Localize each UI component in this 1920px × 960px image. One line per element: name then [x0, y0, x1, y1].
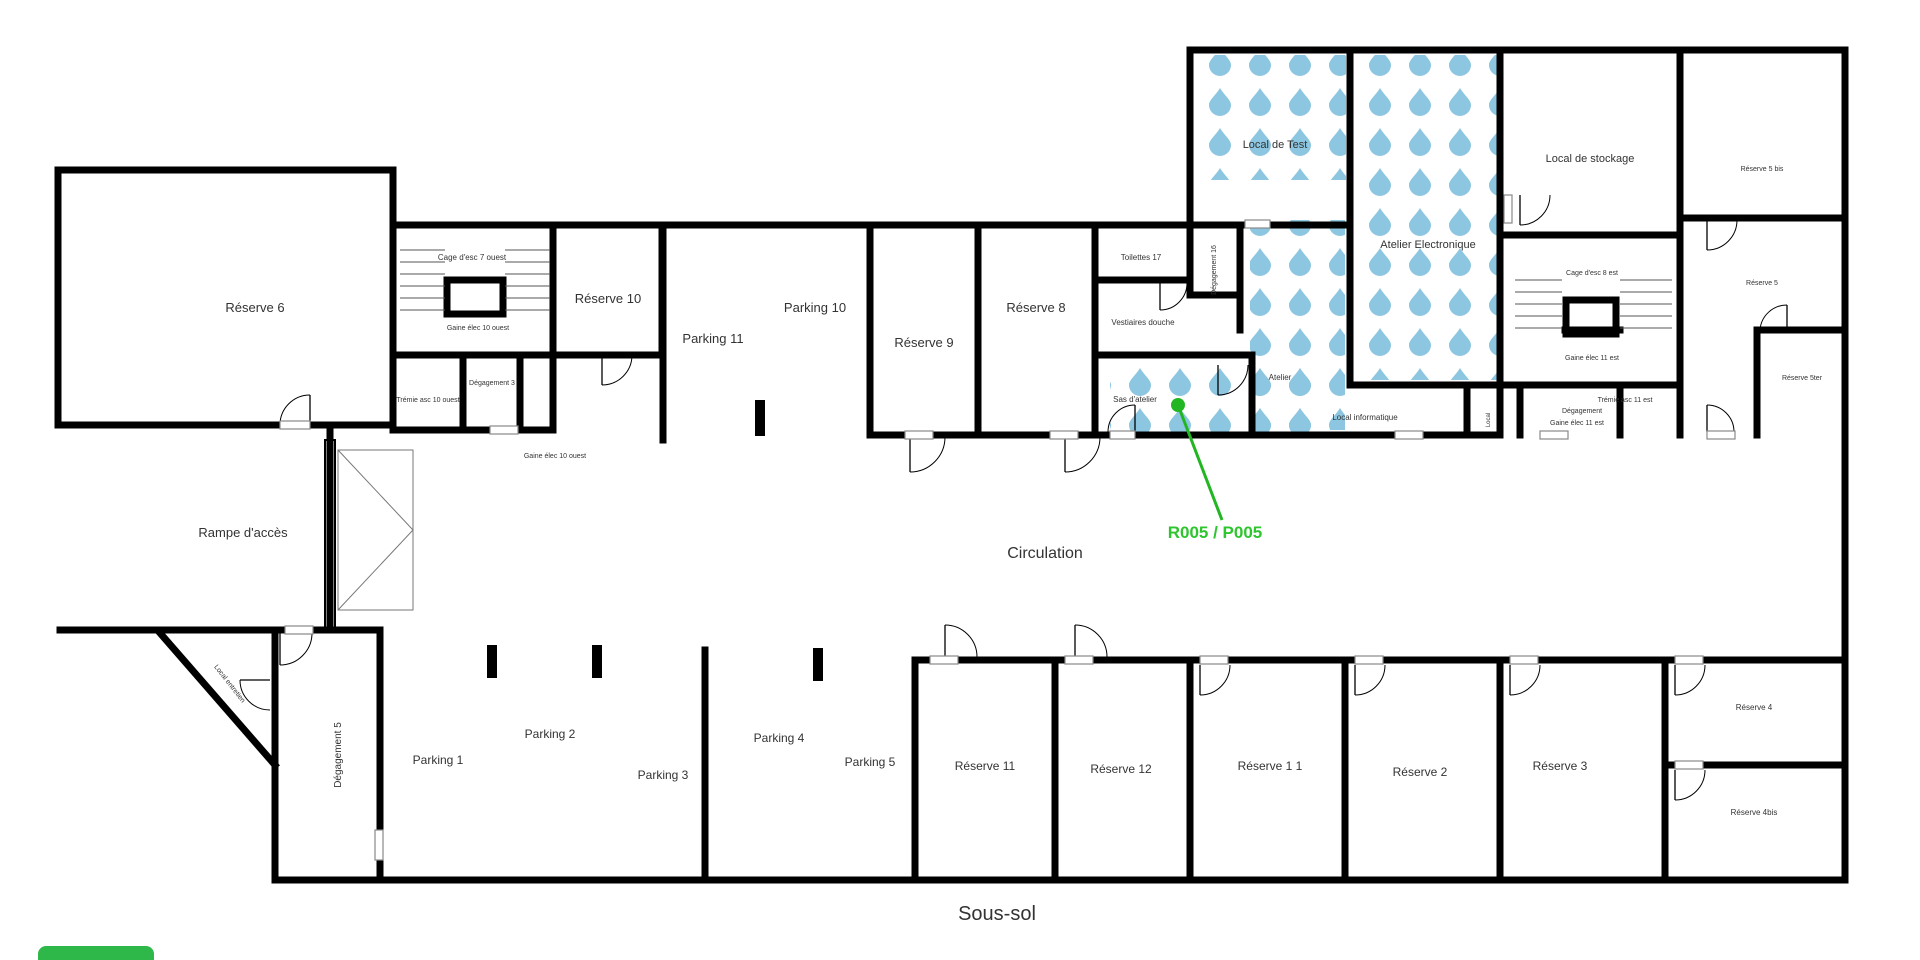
room-reserve-9[interactable]: Réserve 9: [894, 335, 953, 350]
room-parking-4[interactable]: Parking 4: [754, 731, 805, 745]
room-parking-10[interactable]: Parking 10: [784, 300, 846, 315]
walls: [54, 46, 1849, 884]
room-circulation[interactable]: Circulation: [1007, 545, 1083, 562]
room-reserve-5bis[interactable]: Réserve 5 bis: [1741, 166, 1784, 173]
room-reserve-11[interactable]: Réserve 11: [955, 759, 1016, 773]
room-reserve-2[interactable]: Réserve 2: [1393, 765, 1448, 779]
room-gaine-11b[interactable]: Gaine élec 11 est: [1550, 420, 1604, 427]
room-degagement-est[interactable]: Dégagement: [1562, 408, 1602, 415]
room-tremie-10[interactable]: Trémie asc 10 ouest: [396, 397, 459, 404]
room-parking-1[interactable]: Parking 1: [413, 753, 464, 767]
room-cage-esc-8[interactable]: Cage d'esc 8 est: [1566, 270, 1618, 277]
room-reserve-12[interactable]: Réserve 12: [1090, 762, 1152, 776]
room-parking-11[interactable]: Parking 11: [682, 331, 743, 346]
marker-pin-icon[interactable]: [1171, 398, 1185, 412]
wall-openings: [279, 194, 1736, 861]
location-marker[interactable]: R005 / P005: [1168, 398, 1263, 542]
tiled-floor-areas: [1110, 55, 1500, 440]
room-gaine-11[interactable]: Gaine élec 11 est: [1565, 355, 1619, 362]
room-local-tech[interactable]: Local: [1486, 413, 1492, 427]
marker-label[interactable]: R005 / P005: [1168, 523, 1263, 542]
room-parking-3[interactable]: Parking 3: [638, 768, 689, 782]
marker-leader-line: [1176, 404, 1224, 521]
room-parking-2[interactable]: Parking 2: [525, 727, 576, 741]
room-atelier-electronique[interactable]: Atelier Electronique: [1380, 239, 1475, 251]
room-atelier[interactable]: Atelier: [1269, 373, 1292, 382]
stairs: [400, 249, 1672, 329]
room-reserve-4[interactable]: Réserve 4: [1736, 703, 1773, 712]
room-reserve-5[interactable]: Réserve 5: [1746, 280, 1778, 287]
bottom-tab-button[interactable]: [38, 946, 154, 960]
floor-title: Sous-sol: [958, 903, 1036, 925]
room-local-informatique[interactable]: Local informatique: [1332, 413, 1398, 422]
room-toilettes-17[interactable]: Toilettes 17: [1121, 253, 1162, 262]
room-reserve-1-1[interactable]: Réserve 1 1: [1238, 759, 1303, 773]
room-local-de-stockage[interactable]: Local de stockage: [1546, 153, 1635, 165]
room-reserve-4bis[interactable]: Réserve 4bis: [1731, 808, 1778, 817]
doors: [239, 194, 1788, 801]
access-ramp: [324, 439, 414, 631]
room-degagement-16[interactable]: Dégagement 16: [1211, 245, 1218, 295]
room-degagement-3[interactable]: Dégagement 3: [469, 380, 515, 387]
room-tremie-11[interactable]: Trémie asc 11 est: [1598, 397, 1653, 404]
room-gaine-10[interactable]: Gaine élec 10 ouest: [447, 325, 509, 332]
room-sas-atelier[interactable]: Sas d'atelier: [1113, 395, 1157, 404]
room-reserve-8[interactable]: Réserve 8: [1006, 300, 1065, 315]
structural-columns: [487, 400, 823, 681]
room-reserve-10[interactable]: Réserve 10: [575, 291, 641, 306]
room-parking-5[interactable]: Parking 5: [845, 755, 896, 769]
room-local-de-test[interactable]: Local de Test: [1243, 139, 1308, 151]
room-reserve-3[interactable]: Réserve 3: [1533, 759, 1588, 773]
room-reserve-6[interactable]: Réserve 6: [225, 300, 284, 315]
note-gaine-10-ouest: Gaine élec 10 ouest: [524, 453, 586, 460]
room-vestiaires[interactable]: Vestiaires douche: [1111, 318, 1175, 327]
room-rampe-acces[interactable]: Rampe d'accès: [198, 525, 288, 540]
room-reserve-5ter[interactable]: Réserve 5ter: [1782, 375, 1823, 382]
room-cage-esc-7[interactable]: Cage d'esc 7 ouest: [438, 253, 507, 262]
room-labels: Réserve 6 Cage d'esc 7 ouest Gaine élec …: [198, 139, 1822, 817]
room-degagement-5[interactable]: Dégagement 5: [333, 722, 344, 788]
